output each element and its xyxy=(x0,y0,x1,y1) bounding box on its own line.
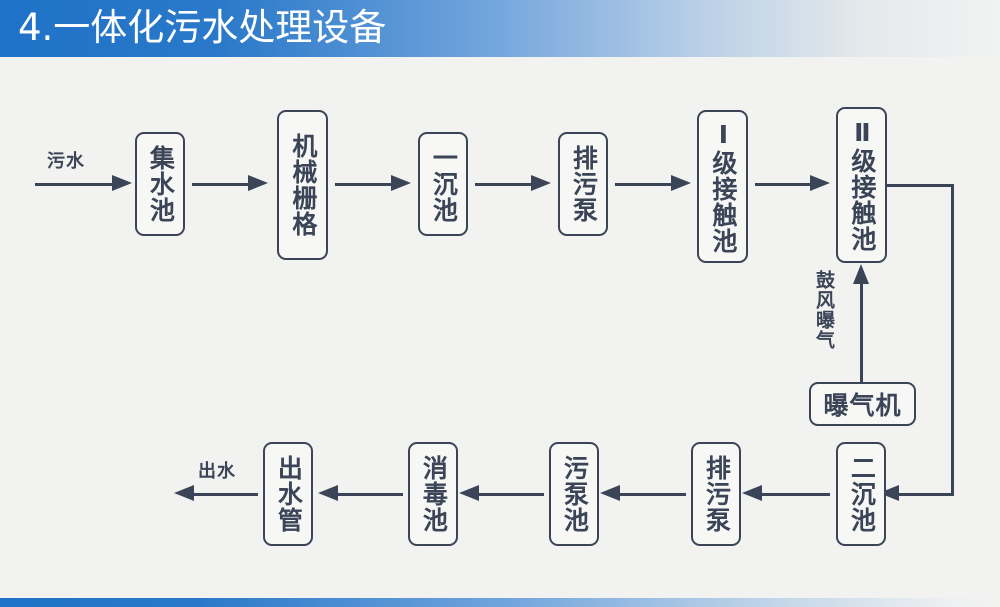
connector-yichenchi-to-paiwubeng xyxy=(475,183,537,186)
connector-jiejiechi1-to-jiejiechi2 xyxy=(755,183,815,186)
node-yichenchi-label: 一沉池 xyxy=(429,145,459,223)
connector-paiwubeng2-to-wubengchi xyxy=(618,493,686,496)
node-paiwubeng-label: 排污泵 xyxy=(569,145,599,223)
node-baoqiji[interactable]: 曝气机 xyxy=(809,382,916,426)
arrow-yichenchi-to-paiwubeng xyxy=(531,175,551,191)
process-flow-diagram: 污水 集水池 机械栅格 一沉池 排污泵 Ⅰ级接触池 Ⅱ级接触池 鼓风曝气 xyxy=(0,57,1000,598)
node-erchenchi-label: 二沉池 xyxy=(847,455,877,533)
node-baoqiji-label: 曝气机 xyxy=(823,391,902,420)
inlet-arrow-head xyxy=(112,175,132,191)
wrap-connector-bottom-segment xyxy=(898,493,954,496)
connector-jishuichi-to-jixieshange xyxy=(192,183,254,186)
connector-jixieshange-to-yichenchi xyxy=(335,183,397,186)
arrow-wubengchi-to-xiaoduchi xyxy=(459,485,479,501)
outlet-label: 出水 xyxy=(198,461,236,482)
node-jiejiechi-1-label: Ⅰ级接触池 xyxy=(708,119,738,254)
connector-paiwubeng-to-jiejiechi1 xyxy=(615,183,677,186)
arrow-paiwubeng-to-jiejiechi1 xyxy=(671,175,691,191)
node-jishuichi-label: 集水池 xyxy=(146,145,176,223)
node-jixieshange[interactable]: 机械栅格 xyxy=(277,110,328,260)
inlet-label: 污水 xyxy=(47,151,85,172)
arrow-erchenchi-to-paiwubeng2 xyxy=(742,485,762,501)
node-jiejiechi-2-label: Ⅱ级接触池 xyxy=(847,118,877,252)
connector-wubengchi-to-xiaoduchi xyxy=(477,493,544,496)
arrow-jixieshange-to-yichenchi xyxy=(391,175,411,191)
aeration-label: 鼓风曝气 xyxy=(813,270,835,350)
wrap-connector-top-segment xyxy=(886,184,954,187)
node-jiejiechi-2[interactable]: Ⅱ级接触池 xyxy=(836,107,887,263)
footer-banner xyxy=(0,598,1000,607)
arrow-jiejiechi1-to-jiejiechi2 xyxy=(810,175,830,191)
page-title: 4.一体化污水处理设备 xyxy=(18,6,387,49)
aeration-arrow-head xyxy=(853,264,869,284)
node-paiwubeng[interactable]: 排污泵 xyxy=(558,132,608,236)
node-chushuiguan-label: 出水管 xyxy=(274,455,304,533)
outlet-connector-line xyxy=(192,493,258,496)
connector-erchenchi-to-paiwubeng2 xyxy=(760,493,830,496)
arrow-jishuichi-to-jixieshange xyxy=(248,175,268,191)
connector-xiaoduchi-to-chushuiguan xyxy=(336,493,403,496)
wrap-connector-vertical-segment xyxy=(951,184,954,495)
inlet-connector-line xyxy=(35,183,120,186)
outlet-arrow-head xyxy=(174,485,194,501)
node-paiwubeng-2[interactable]: 排污泵 xyxy=(691,442,741,546)
node-jixieshange-label: 机械栅格 xyxy=(288,133,318,237)
arrow-xiaoduchi-to-chushuiguan xyxy=(318,485,338,501)
aeration-connector-line xyxy=(860,282,863,382)
node-wubengchi[interactable]: 污泵池 xyxy=(549,442,599,546)
node-erchenchi[interactable]: 二沉池 xyxy=(836,442,886,546)
node-jishuichi[interactable]: 集水池 xyxy=(135,132,185,236)
node-jiejiechi-1[interactable]: Ⅰ级接触池 xyxy=(697,110,748,263)
node-chushuiguan[interactable]: 出水管 xyxy=(263,442,313,546)
node-xiaoduchi-label: 消毒池 xyxy=(419,455,449,533)
node-wubengchi-label: 污泵池 xyxy=(560,455,590,533)
node-xiaoduchi[interactable]: 消毒池 xyxy=(408,442,458,546)
node-paiwubeng-2-label: 排污泵 xyxy=(702,455,732,533)
header-banner: 4.一体化污水处理设备 xyxy=(0,0,1000,57)
node-yichenchi[interactable]: 一沉池 xyxy=(418,132,468,236)
arrow-paiwubeng2-to-wubengchi xyxy=(600,485,620,501)
